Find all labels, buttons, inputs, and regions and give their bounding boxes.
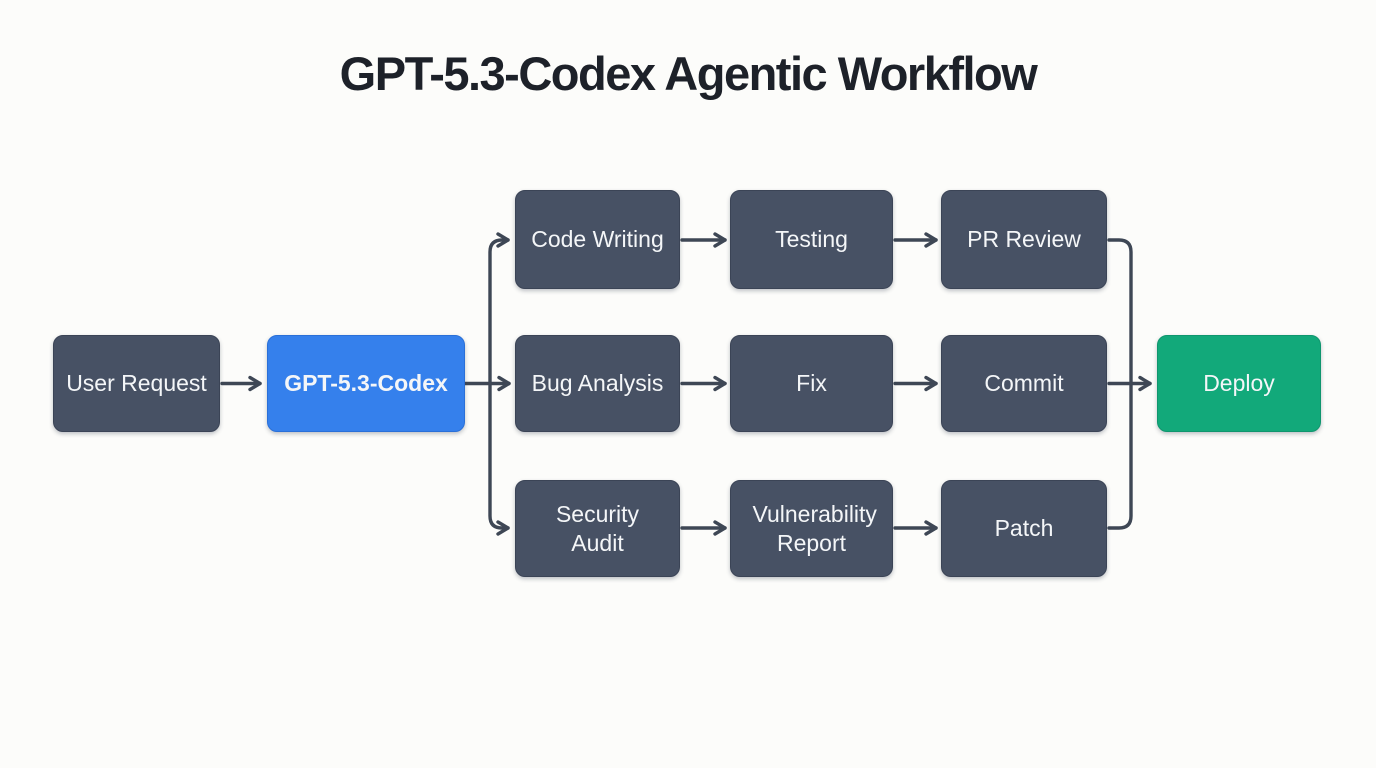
node-security-audit-label: Security Audit	[555, 501, 640, 556]
node-gpt-5-3-codex-label: GPT-5.3-Codex	[284, 370, 448, 397]
node-deploy-label: Deploy	[1203, 370, 1275, 397]
node-testing-label: Testing	[775, 226, 848, 253]
node-vulnerability-report-label: Vulnerability Report	[752, 501, 877, 556]
edge-patch-to-merge	[1107, 381, 1133, 530]
node-user-request: User Request	[53, 335, 220, 432]
node-testing: Testing	[730, 190, 893, 289]
node-commit: Commit	[941, 335, 1107, 432]
node-pr-review-label: PR Review	[967, 226, 1081, 253]
edge-codex-to-security-audit	[488, 381, 510, 536]
node-commit-label: Commit	[984, 370, 1064, 397]
node-deploy: Deploy	[1157, 335, 1321, 432]
node-user-request-label: User Request	[66, 370, 207, 397]
node-fix-label: Fix	[796, 370, 827, 397]
edge-codex-to-code-writing	[488, 232, 510, 386]
node-fix: Fix	[730, 335, 893, 432]
diagram-title: GPT-5.3-Codex Agentic Workflow	[339, 47, 1038, 100]
node-patch: Patch	[941, 480, 1107, 577]
node-gpt-5-3-codex: GPT-5.3-Codex	[267, 335, 465, 432]
node-security-audit: Security Audit	[515, 480, 680, 577]
node-code-writing: Code Writing	[515, 190, 680, 289]
node-pr-review: PR Review	[941, 190, 1107, 289]
node-bug-analysis: Bug Analysis	[515, 335, 680, 432]
node-vulnerability-report: Vulnerability Report	[730, 480, 893, 577]
node-patch-label: Patch	[994, 515, 1054, 542]
edge-pr-review-to-merge	[1107, 238, 1133, 386]
node-code-writing-label: Code Writing	[531, 226, 664, 253]
node-bug-analysis-label: Bug Analysis	[531, 370, 664, 397]
